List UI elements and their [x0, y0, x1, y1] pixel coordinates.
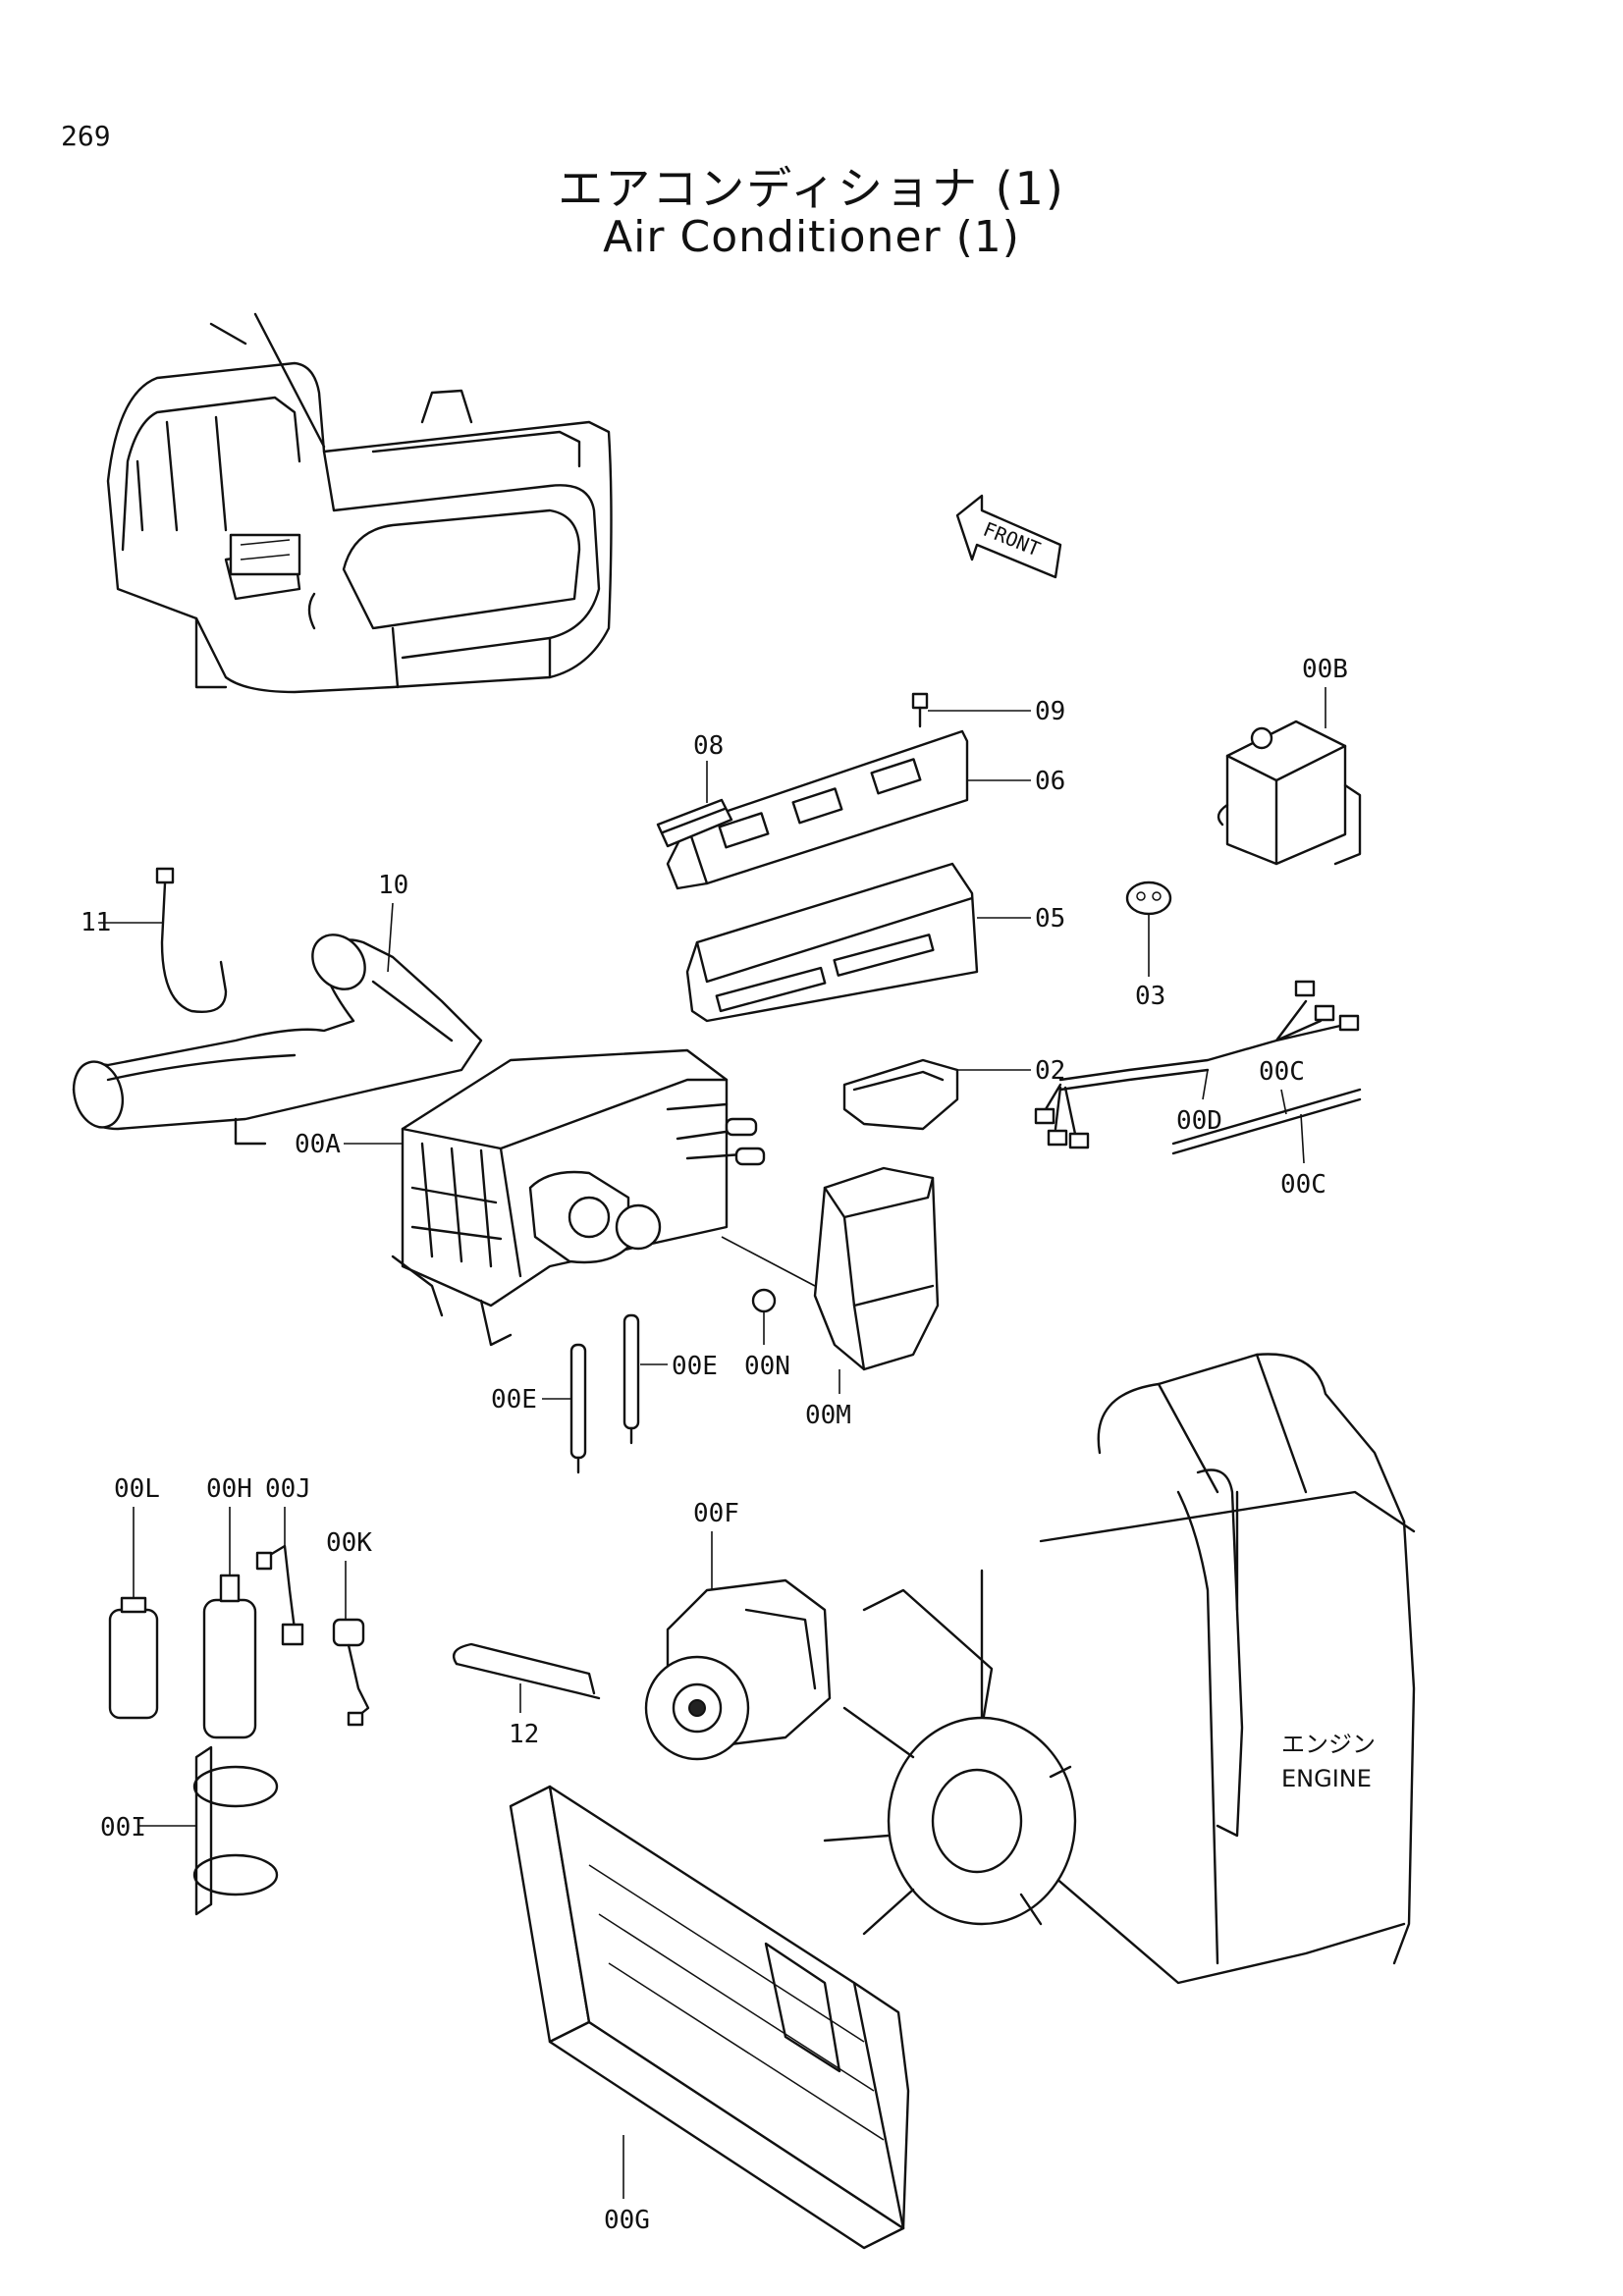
callout-00C-bottom: 00C [1280, 1170, 1326, 1200]
part-00C-wires: 00C 00C [1171, 1057, 1362, 1200]
part-10-duct-hose: 10 [72, 871, 483, 1146]
part-06-upper-duct: 06 [666, 729, 1065, 890]
part-11-wire: 11 [81, 867, 228, 1013]
part-03-grommet: 03 [1125, 881, 1172, 1011]
part-09-screw: 09 [911, 692, 1065, 728]
front-direction-arrow: FRONT [955, 494, 1062, 579]
callout-00M: 00M [805, 1401, 851, 1430]
callout-09: 09 [1035, 697, 1065, 726]
callout-10: 10 [378, 871, 408, 900]
engine-label-english: ENGINE [1281, 1765, 1372, 1792]
callout-08: 08 [693, 731, 724, 761]
part-00M-duct: 00M [805, 1166, 940, 1430]
callout-05: 05 [1035, 904, 1065, 934]
part-12-belt: 12 [452, 1642, 601, 1749]
part-00E-drain-hoses: 00E 00E [491, 1313, 718, 1474]
callout-12: 12 [509, 1720, 539, 1749]
part-00K-sensor: 00K [326, 1528, 372, 1727]
part-02-box: 02 [842, 1056, 1065, 1131]
part-00D-wire-harness: 00D [1034, 980, 1360, 1149]
callout-00H: 00H [206, 1474, 252, 1504]
part-05-lower-duct: 05 [685, 862, 1065, 1023]
callout-00C-top: 00C [1259, 1057, 1305, 1087]
part-00B-control-panel: 00B [1217, 655, 1362, 866]
callout-00I: 00I [100, 1813, 146, 1842]
callout-06: 06 [1035, 767, 1065, 796]
callout-00B: 00B [1302, 655, 1348, 684]
callout-00J: 00J [265, 1474, 311, 1504]
callout-00N: 00N [744, 1352, 790, 1381]
part-00F-compressor: 00F [644, 1499, 832, 1761]
callout-00K: 00K [326, 1528, 372, 1558]
callout-11: 11 [81, 908, 111, 937]
callout-03: 03 [1135, 982, 1165, 1011]
part-08-grille: 08 [656, 731, 733, 848]
engine-drawing: エンジン ENGINE [823, 1353, 1416, 1985]
callout-00G: 00G [604, 2206, 650, 2235]
title-japanese: エアコンディショナ (1) [558, 162, 1065, 215]
part-00N-nut: 00N [721, 1236, 816, 1381]
callout-02: 02 [1035, 1056, 1065, 1086]
page-number: 269 [61, 120, 111, 152]
callout-00F: 00F [693, 1499, 739, 1528]
part-00G-condenser: 00G [509, 1785, 910, 2250]
part-00L-bottle: 00L [108, 1474, 160, 1720]
callout-00A: 00A [295, 1130, 341, 1159]
part-00H-receiver-dryer: 00H [202, 1474, 257, 1739]
title-english: Air Conditioner (1) [603, 212, 1020, 262]
callout-00E-right: 00E [672, 1352, 718, 1381]
part-00J-pressure-switch: 00J [255, 1474, 311, 1646]
part-00I-bracket: 00I [100, 1745, 279, 1916]
part-00A-ac-unit: 00A [295, 1048, 766, 1347]
excavator-overview [106, 312, 613, 694]
callout-00L: 00L [114, 1474, 160, 1504]
engine-label-japanese: エンジン [1281, 1731, 1376, 1758]
callout-00E-left: 00E [491, 1385, 537, 1415]
